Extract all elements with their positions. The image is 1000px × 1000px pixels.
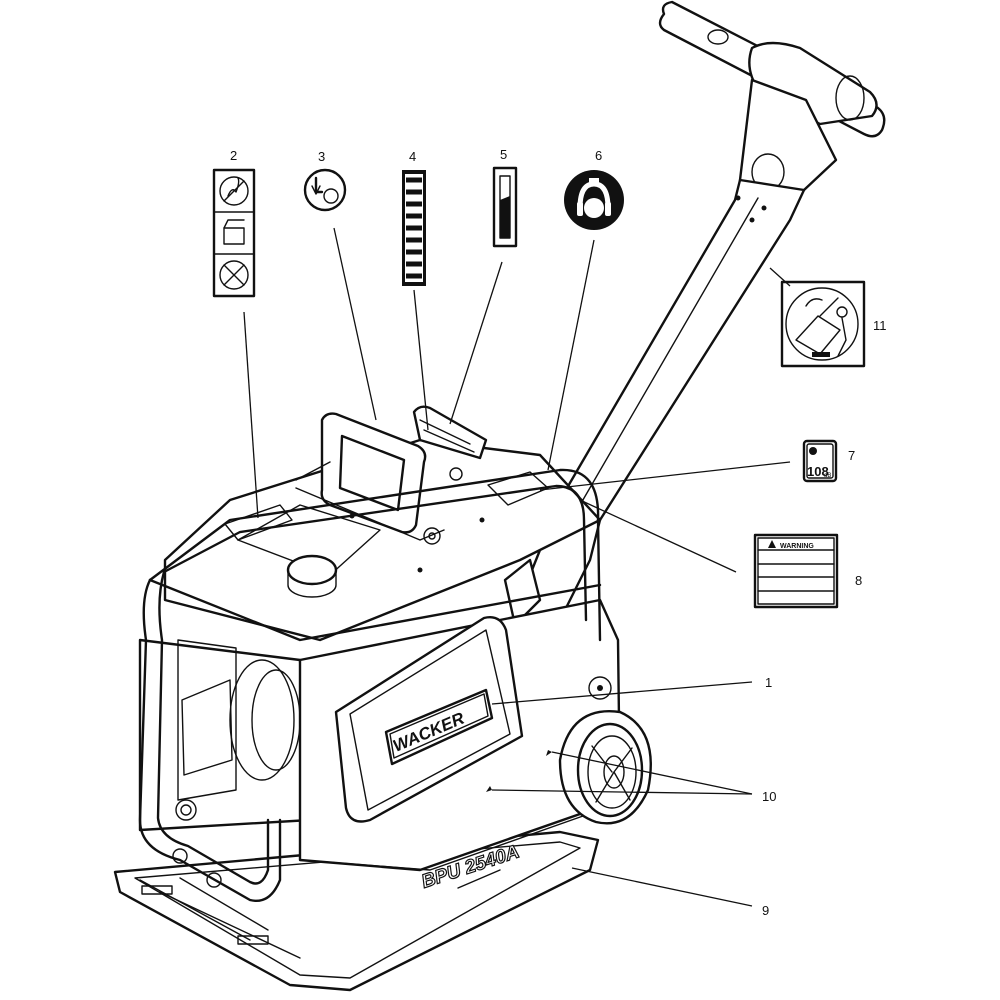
- wacker-logo: WACKER: [384, 688, 494, 766]
- callout-10: 10: [762, 789, 776, 804]
- decal-6-protection-required: [564, 170, 624, 230]
- callout-6: 6: [595, 148, 602, 163]
- decal-11-operation-pictogram: [780, 280, 866, 368]
- decal-2-fuel-safety: [212, 168, 256, 298]
- callout-7: 7: [848, 448, 855, 463]
- callout-4: 4: [409, 149, 416, 164]
- callout-11: 11: [873, 318, 887, 333]
- callout-8: 8: [855, 573, 862, 588]
- callout-2: 2: [230, 148, 237, 163]
- handle-assembly: [503, 0, 886, 642]
- callout-9: 9: [762, 903, 769, 918]
- warning-decal-header: WARNING: [780, 543, 814, 550]
- decal-8-warning-label: WARNING: [753, 533, 839, 609]
- leader-lines: [243, 227, 791, 907]
- callout-numbers: 1 2 3 4 5 6 7 8 9 10 11: [230, 147, 887, 918]
- callout-1: 1: [765, 675, 772, 690]
- decal-7-noise-level: 108 dB: [802, 439, 838, 483]
- noise-decal-unit: dB: [824, 473, 831, 479]
- decal-3-lifting-point: [303, 168, 347, 212]
- transport-wheel: [558, 676, 652, 825]
- decal-4-instruction-strip: [402, 170, 426, 286]
- callout-3: 3: [318, 149, 325, 164]
- callout-5: 5: [500, 147, 507, 162]
- decal-5-oil-level: [492, 166, 518, 248]
- base-plate: [113, 830, 600, 992]
- compactor-body: WACKER BPU 2540A: [138, 405, 622, 902]
- noise-decal-value: 108: [807, 464, 829, 479]
